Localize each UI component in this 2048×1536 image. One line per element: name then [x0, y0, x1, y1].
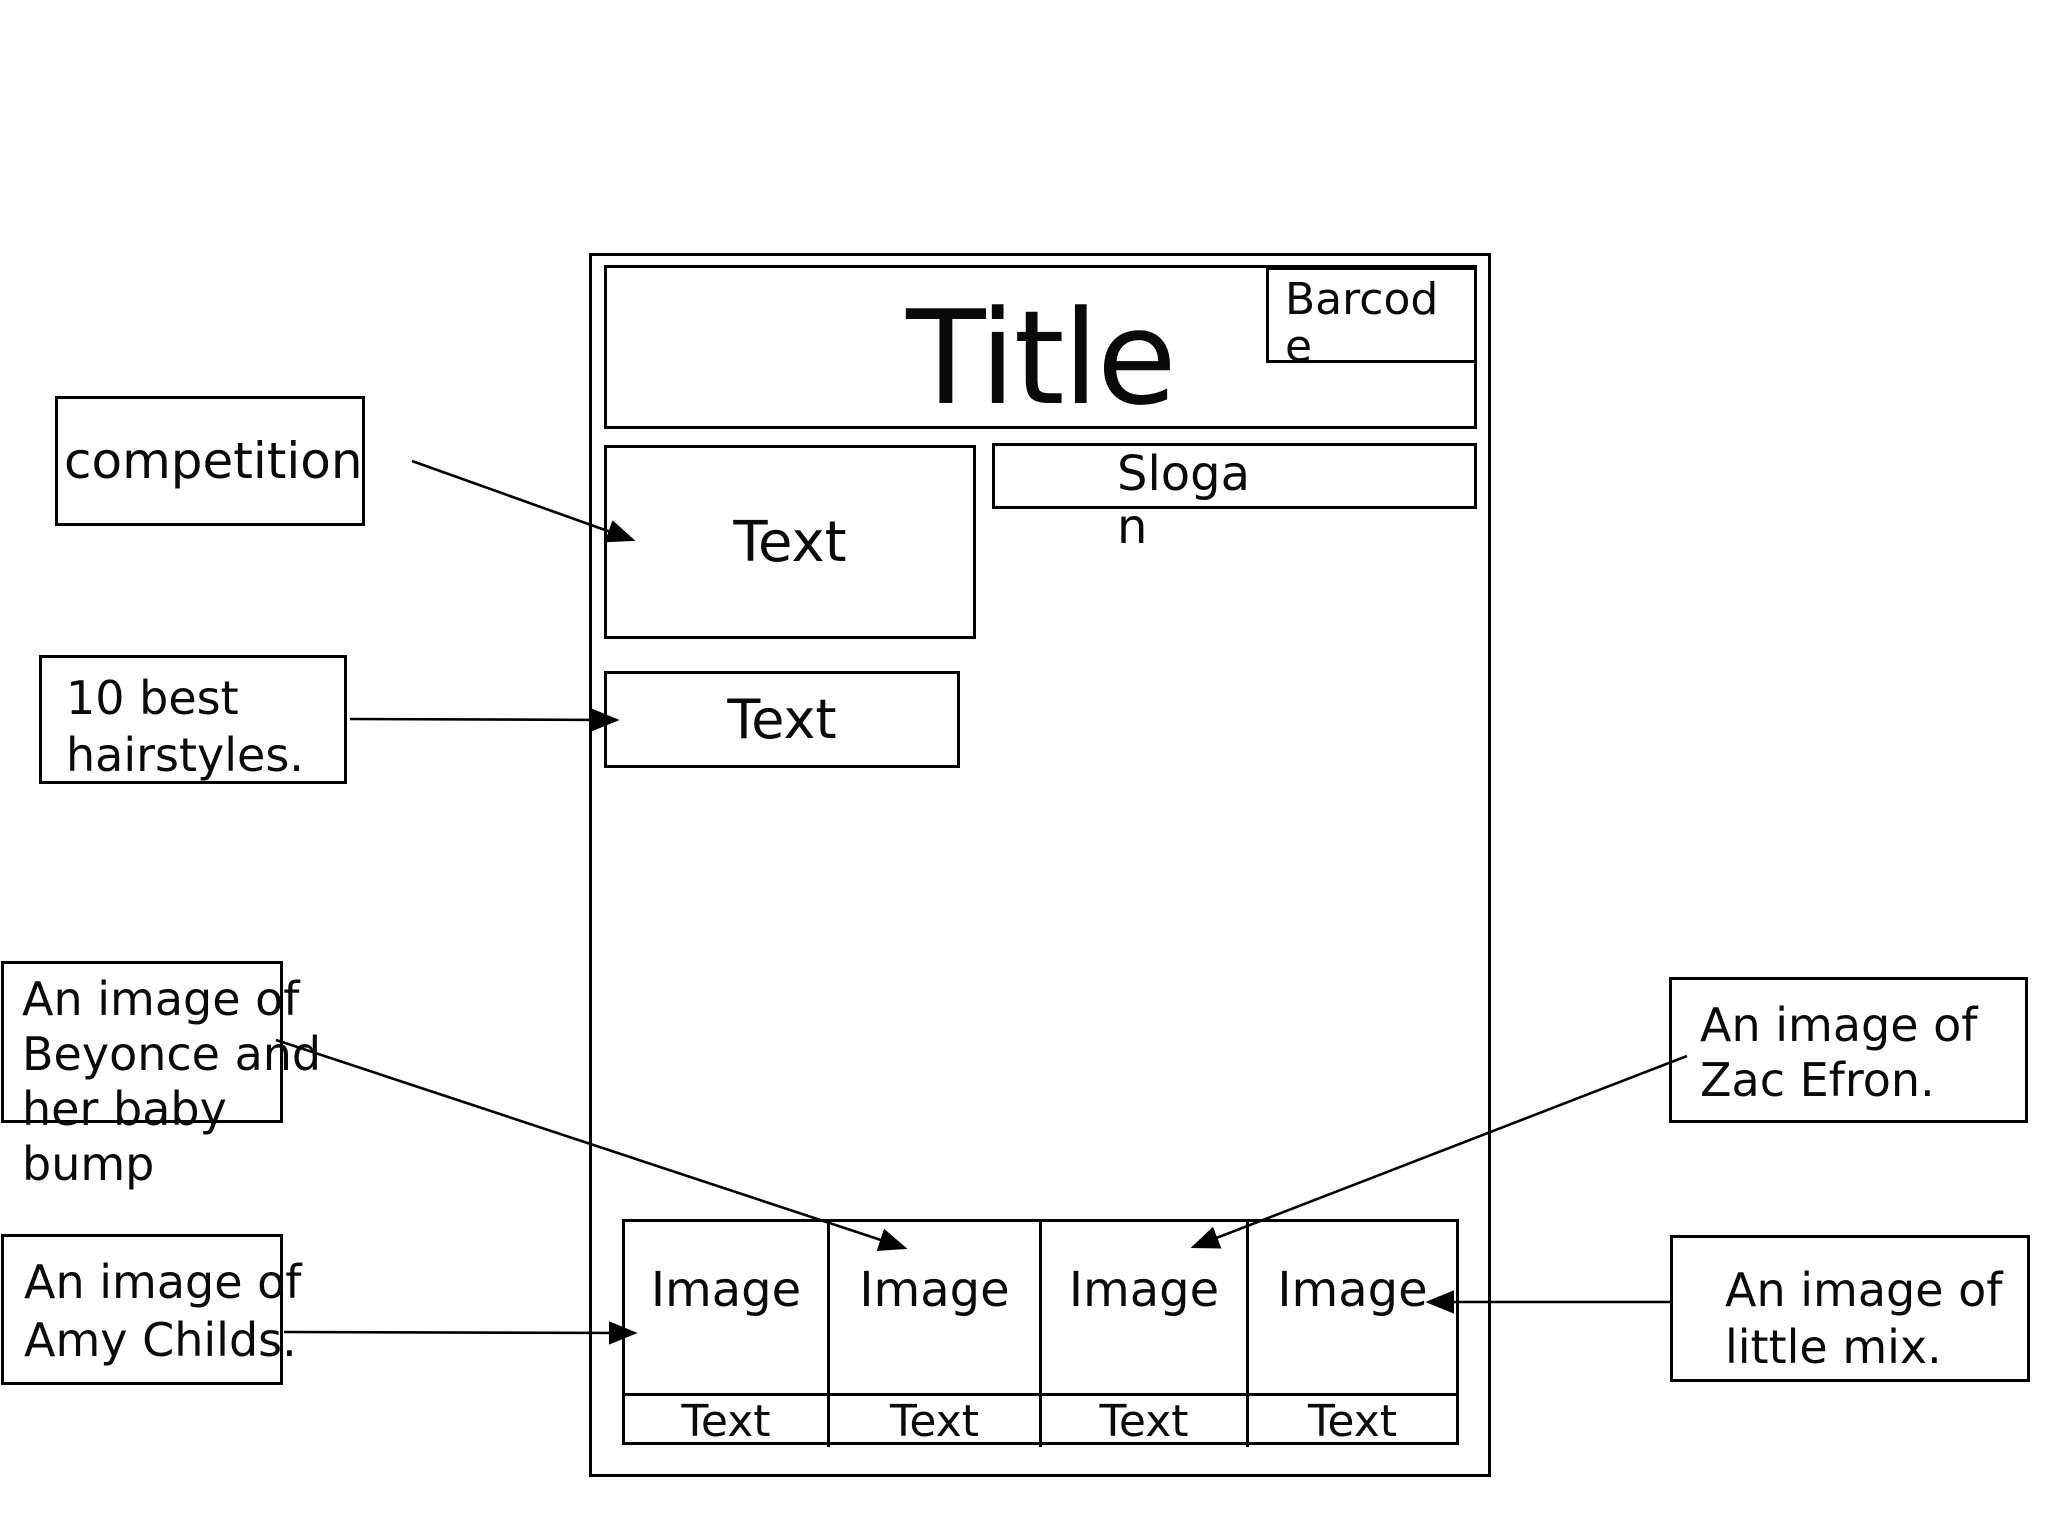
- annotation-beyonce: An image of Beyonce and her baby bump: [1, 961, 322, 1191]
- annotation-hairstyles: 10 best hairstyles.: [39, 655, 347, 784]
- image-strip-grid: Image Image Image Image Text Text Text T…: [622, 1219, 1459, 1447]
- image-cell-4-label: Image: [1277, 1262, 1428, 1318]
- annotation-zac-line1: An image of: [1700, 998, 1978, 1052]
- caption-cell-1: Text: [625, 1396, 830, 1447]
- image-cell-1: Image: [625, 1222, 830, 1396]
- annotation-amy-line1: An image of: [24, 1255, 302, 1309]
- arrow-amy-to-image1: [283, 1321, 638, 1345]
- caption-cell-3-label: Text: [1099, 1396, 1189, 1447]
- slogan-label-line2: n: [1117, 499, 1148, 555]
- annotation-competition-text: competition: [64, 432, 363, 490]
- annotation-littlemix-line2: little mix.: [1725, 1320, 1942, 1374]
- image-cell-3-label: Image: [1068, 1262, 1220, 1318]
- cover-text-box-1-label: Text: [733, 509, 847, 575]
- annotation-competition: competition: [55, 396, 365, 526]
- caption-cell-4-label: Text: [1308, 1396, 1397, 1447]
- annotation-beyonce-line1: An image of: [22, 972, 300, 1026]
- annotation-zac-efron: An image of Zac Efron.: [1669, 977, 2028, 1123]
- annotation-beyonce-line4: bump: [22, 1137, 155, 1191]
- image-cell-2: Image: [830, 1222, 1042, 1396]
- cover-text-box-2: Text: [604, 671, 960, 768]
- cover-text-box-2-label: Text: [727, 688, 837, 751]
- annotation-littlemix-line1: An image of: [1725, 1263, 2003, 1317]
- annotation-beyonce-line3: her baby: [22, 1082, 227, 1136]
- slogan-label-line1: Sloga: [1117, 446, 1251, 502]
- annotation-hairstyles-line2: hairstyles.: [66, 728, 304, 782]
- caption-cell-1-label: Text: [681, 1396, 771, 1447]
- title-label: Title: [906, 282, 1177, 434]
- caption-cell-4: Text: [1249, 1396, 1456, 1447]
- image-cell-1-label: Image: [650, 1262, 802, 1318]
- annotation-hairstyles-line1: 10 best: [66, 671, 239, 725]
- cover-text-box-1: Text: [604, 445, 976, 639]
- annotation-amy-line2: Amy Childs.: [24, 1313, 297, 1367]
- image-cell-2-label: Image: [859, 1262, 1010, 1318]
- slogan-box: Sloga n: [992, 443, 1477, 554]
- annotation-little-mix: An image of little mix.: [1670, 1235, 2030, 1382]
- annotation-beyonce-line2: Beyonce and: [22, 1027, 322, 1081]
- image-cell-4: Image: [1249, 1222, 1456, 1396]
- barcode-box: Barcod e: [1266, 267, 1477, 370]
- caption-cell-3: Text: [1042, 1396, 1249, 1447]
- arrow-hairstyles-to-textbox2: [349, 708, 620, 732]
- annotation-amy-childs: An image of Amy Childs.: [1, 1234, 302, 1385]
- image-cell-3: Image: [1042, 1222, 1249, 1396]
- barcode-label-line1: Barcod: [1285, 274, 1439, 325]
- caption-cell-2: Text: [830, 1396, 1042, 1447]
- caption-cell-2-label: Text: [890, 1396, 979, 1447]
- barcode-label-line2: e: [1285, 321, 1313, 372]
- annotation-zac-line2: Zac Efron.: [1700, 1053, 1935, 1107]
